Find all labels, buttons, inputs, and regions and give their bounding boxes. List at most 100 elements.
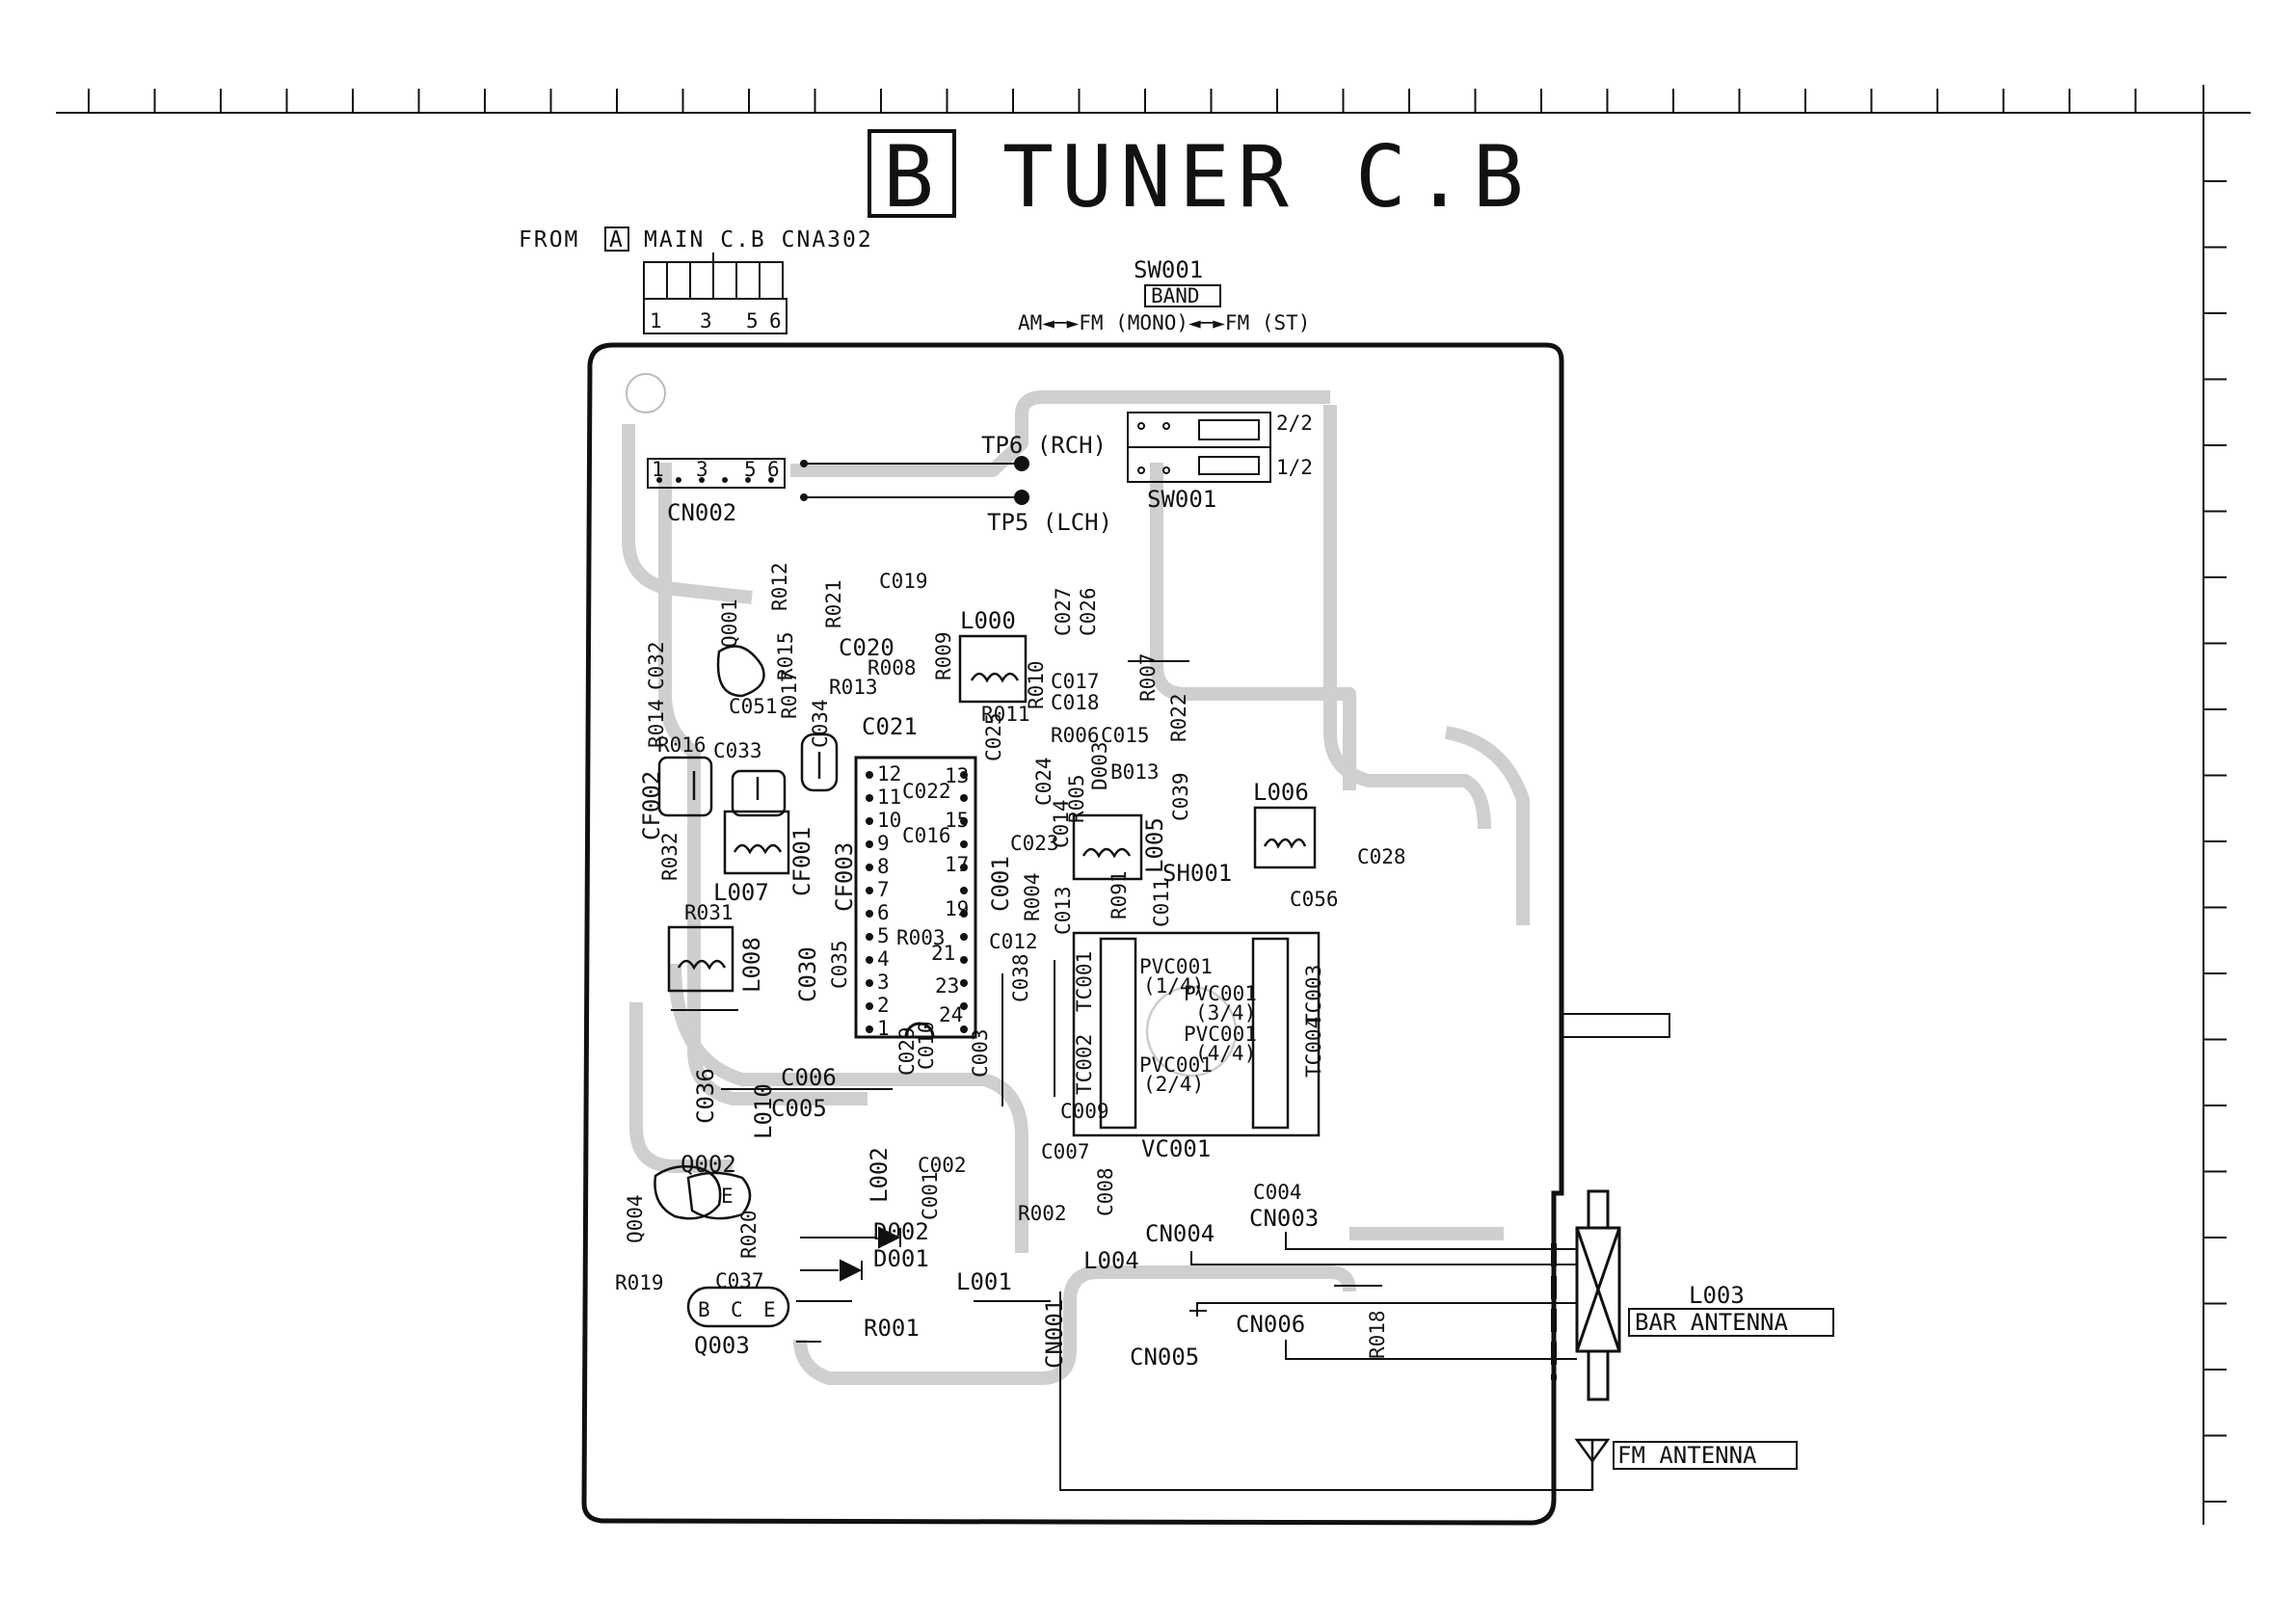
ic-pin-23: 23 (935, 974, 959, 998)
ic-pin-2: 2 (877, 994, 890, 1017)
ic-pin-1: 1 (877, 1017, 890, 1040)
label-l002: L002 (866, 1147, 893, 1203)
ic-pin-dot (866, 840, 873, 848)
label-q003: Q003 (694, 1332, 750, 1359)
ic-pin-dot (866, 910, 873, 918)
label-r019: R019 (615, 1271, 664, 1294)
tp6-label: TP6 (RCH) (981, 432, 1107, 459)
label-cn003: CN003 (1249, 1205, 1319, 1232)
variable-capacitor-vc001 (1072, 931, 1321, 1137)
label-r022: R022 (1167, 693, 1190, 742)
switch-label-group: SW001 BAND AM◄─►FM (MONO)◄─►FM (ST) (1018, 256, 1310, 334)
from-suffix: MAIN C.B CNA302 (644, 227, 873, 253)
label-r008: R008 (868, 656, 917, 679)
label-q001: Q001 (718, 599, 741, 648)
ic001-body (854, 756, 977, 1039)
label-c001-lower: C001 (919, 1171, 942, 1220)
cn002-header: 1 3 5 6 CN002 (647, 458, 786, 526)
ic-pin-dot (960, 794, 968, 802)
from-prefix: FROM (519, 227, 579, 253)
ic-pin-11: 11 (877, 785, 901, 809)
label-r091: R091 (1108, 870, 1131, 919)
coil-packages (657, 634, 1317, 993)
label-r001: R001 (864, 1315, 920, 1342)
ic-pin-dot (866, 1025, 873, 1033)
label-c039: C039 (1169, 772, 1192, 821)
label-tc002: TC002 (1073, 1034, 1096, 1095)
diodes (800, 1226, 901, 1282)
external-header-pin-labels: 1 3 5 6 (650, 309, 782, 333)
label-c021: C021 (862, 713, 918, 740)
label-c019: C019 (879, 570, 928, 593)
component-labels: C019 L000 C027 C026 R012 R021 Q001 C032 … (615, 562, 1406, 1371)
label-pvc2-section: (2/4) (1143, 1073, 1204, 1096)
ic-pin-dot (960, 910, 968, 918)
label-l001: L001 (956, 1268, 1012, 1295)
ic-pin-12: 12 (877, 762, 901, 785)
ic-pin-4: 4 (877, 947, 890, 971)
title-letter: B (883, 127, 942, 226)
title-text: TUNER C.B (1002, 127, 1532, 226)
ic-pin-dot (866, 979, 873, 987)
ic-pin-dot (960, 817, 968, 825)
label-c011: C011 (1150, 878, 1173, 927)
jumper-wires (671, 660, 1207, 1343)
ic-pin-13: 13 (945, 764, 969, 787)
label-cf003: CF003 (831, 842, 858, 912)
label-c034: C034 (809, 699, 832, 748)
ic-pin-17: 17 (945, 853, 969, 876)
from-connector-label: FROM A MAIN C.B CNA302 (519, 226, 873, 253)
label-c016: C016 (902, 824, 951, 847)
sw001-switch-body (1127, 412, 1271, 483)
label-c023: C023 (1010, 832, 1059, 855)
sw001-section-2-2: 2/2 (1276, 412, 1313, 435)
label-l000: L000 (960, 607, 1016, 634)
ic-pin-dot (866, 933, 873, 941)
label-r007: R007 (1136, 652, 1160, 702)
label-r013: R013 (829, 676, 878, 699)
label-tc004: TC004 (1302, 1017, 1325, 1078)
label-c037: C037 (715, 1269, 764, 1292)
from-letter-box (604, 226, 629, 252)
label-c030: C030 (794, 946, 821, 1002)
mounting-hole (626, 373, 666, 413)
bar-antenna-l003 (1551, 1189, 1621, 1401)
label-r021: R021 (822, 579, 845, 628)
label-tc001: TC001 (1073, 951, 1096, 1012)
ic-pin-7: 7 (877, 878, 890, 901)
label-r016: R016 (657, 733, 707, 757)
ic-pin-3: 3 (877, 971, 890, 994)
label-q003-c: C (731, 1298, 743, 1321)
bar-antenna-label: BAR ANTENNA (1635, 1309, 1788, 1336)
label-q002: Q002 (681, 1151, 736, 1178)
ic001-pin-labels: 12 11 10 9 8 7 6 5 4 3 2 1 13 15 17 19 2… (877, 762, 969, 1040)
bar-antenna-label-box (1628, 1308, 1834, 1337)
label-c038: C038 (1009, 953, 1032, 1002)
label-l010: L010 (750, 1083, 777, 1139)
switch-function: BAND (1151, 284, 1200, 307)
label-c035: C035 (828, 940, 851, 989)
label-c024: C024 (1032, 757, 1055, 806)
ic-pin-9: 9 (877, 832, 890, 855)
label-pvc1: PVC001 (1139, 955, 1213, 978)
label-c017: C017 (1051, 670, 1100, 693)
label-d003: D003 (1088, 741, 1111, 790)
label-q003-b: B (698, 1298, 710, 1321)
title-letter-box (868, 129, 956, 218)
label-d002: D002 (873, 1218, 929, 1245)
sw001-board-label: SW001 (1147, 486, 1216, 513)
label-r003: R003 (896, 926, 946, 949)
ic001-pin-dots (866, 771, 968, 1033)
label-q003-e: E (763, 1298, 776, 1321)
ic-pin-dot (960, 864, 968, 871)
label-r010: R010 (1025, 660, 1048, 709)
label-r006: R006 (1051, 724, 1100, 747)
band-box (1144, 284, 1221, 307)
label-cn006: CN006 (1236, 1311, 1305, 1338)
switch-modes: AM◄─►FM (MONO)◄─►FM (ST) (1018, 311, 1310, 334)
ext-pin-3: 3 (700, 309, 712, 333)
bar-antenna-ref: L003 (1689, 1282, 1745, 1309)
label-vc001: VC001 (1141, 1135, 1211, 1162)
ic-pin-24: 24 (939, 1003, 963, 1026)
